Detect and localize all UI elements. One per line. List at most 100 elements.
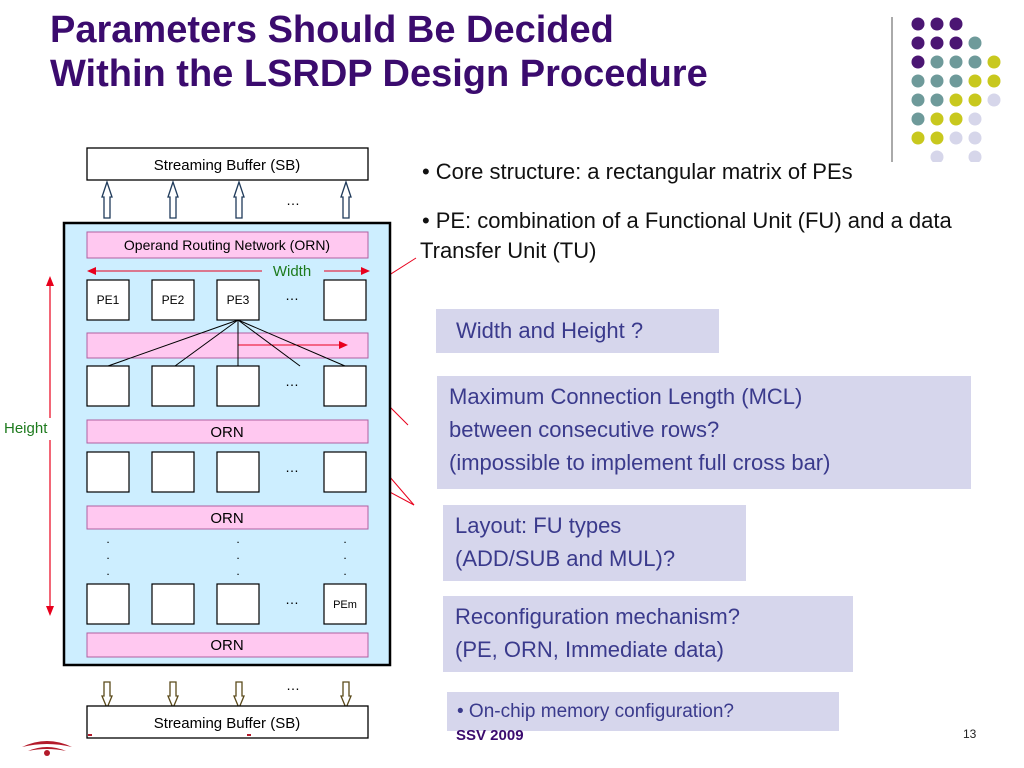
arrow-shape (167, 681, 179, 710)
arrow-shape (167, 179, 179, 219)
bullet-pe-definition: •PE: combination of a Functional Unit (F… (420, 208, 952, 263)
dot (911, 74, 925, 88)
callout-mcl: Maximum Connection Length (MCL) between … (437, 376, 971, 489)
pe-box (86, 583, 130, 625)
pe-box (216, 583, 260, 625)
dot (930, 112, 944, 126)
pe-box (86, 365, 130, 407)
dot (968, 150, 982, 162)
dot (987, 74, 1001, 88)
arrow-shape (340, 681, 352, 710)
pe-box (151, 279, 195, 321)
dot (930, 55, 944, 69)
pe-box (216, 365, 260, 407)
output-arrows (101, 681, 352, 710)
dot (911, 36, 925, 50)
pe2-label: PE2 (162, 293, 185, 307)
dot (911, 131, 925, 145)
dot (968, 55, 982, 69)
pe-box (86, 279, 130, 321)
dot (968, 112, 982, 126)
dot (987, 93, 1001, 107)
fanout-line (107, 319, 239, 367)
logo-shape (247, 734, 251, 736)
dot (930, 150, 944, 162)
streaming-buffer-top-label: Streaming Buffer (SB) (154, 157, 300, 174)
orn-label: ORN (210, 637, 243, 654)
slide-title: Parameters Should Be Decided Within the … (50, 8, 870, 96)
dot (930, 74, 944, 88)
orn-bar (86, 632, 369, 658)
logo-shape (44, 750, 50, 756)
ellipsis-bottom: … (286, 677, 300, 693)
bullet-core-structure: •Core structure: a rectangular matrix of… (422, 159, 853, 184)
dot (911, 17, 925, 31)
logo-shape (28, 747, 66, 751)
university-logo (22, 741, 72, 756)
callout-reconfiguration: Reconfiguration mechanism? (PE, ORN, Imm… (443, 596, 853, 672)
arrow-shape (340, 179, 352, 219)
arrow-shape (233, 179, 245, 219)
width-label: Width (273, 263, 311, 280)
vdot: . (343, 564, 346, 578)
ellipsis-row3: … (285, 459, 299, 475)
dot (949, 36, 963, 50)
input-arrows (101, 179, 352, 219)
dot (949, 93, 963, 107)
vertical-dots: . . . . . . . . . (106, 532, 346, 578)
arrow-shape (101, 681, 113, 710)
height-arrow-head-top (46, 276, 54, 286)
orn-bar (86, 419, 369, 444)
pe-box (151, 365, 195, 407)
dot (911, 93, 925, 107)
dot (968, 74, 982, 88)
orn-bar (86, 505, 369, 530)
pem-label: PEm (333, 599, 357, 611)
arrow-shape (101, 179, 113, 219)
vdot: . (343, 548, 346, 562)
arrow-shape (233, 681, 245, 710)
dot (911, 55, 925, 69)
width-arrow-head-left (87, 267, 96, 275)
vdot: . (236, 548, 239, 562)
pe-box (151, 451, 195, 493)
height-label: Height (4, 420, 48, 437)
vdot: . (236, 532, 239, 546)
ellipsis-row2: … (285, 373, 299, 389)
dot (930, 93, 944, 107)
logo-shape (88, 734, 92, 736)
pe1-label: PE1 (97, 293, 120, 307)
fanout-lines (107, 319, 346, 367)
dot (968, 131, 982, 145)
decorative-dot-grid (891, 17, 1001, 162)
streaming-buffer-top (86, 147, 369, 181)
vdot: . (236, 564, 239, 578)
dot (930, 17, 944, 31)
callout-onchip-memory: • On-chip memory configuration? (447, 692, 839, 731)
width-arrow-head-right (361, 267, 370, 275)
pe-box (323, 365, 367, 407)
dot (987, 55, 1001, 69)
footer-logo-text-graphic (88, 734, 251, 736)
dot (968, 36, 982, 50)
streaming-buffer-bottom (86, 705, 369, 739)
streaming-buffer-bottom-label: Streaming Buffer (SB) (154, 715, 300, 732)
orn-label: ORN (210, 424, 243, 441)
ellipsis-last-row: … (285, 591, 299, 607)
ellipsis-top: … (286, 192, 300, 208)
pe3-label: PE3 (227, 293, 250, 307)
vdot: . (106, 564, 109, 578)
orn-top-label: Operand Routing Network (ORN) (124, 237, 330, 253)
orn-label: ORN (210, 510, 243, 527)
footer-conference: SSV 2009 (456, 727, 524, 744)
pe-box (86, 451, 130, 493)
dot (930, 36, 944, 50)
pe-box (151, 583, 195, 625)
pe-box (323, 451, 367, 493)
page-number: 13 (963, 727, 977, 741)
pe-box (323, 583, 367, 625)
dot (911, 112, 925, 126)
ellipsis-row1: … (285, 287, 299, 303)
pe-box (216, 279, 260, 321)
vdot: . (106, 548, 109, 562)
